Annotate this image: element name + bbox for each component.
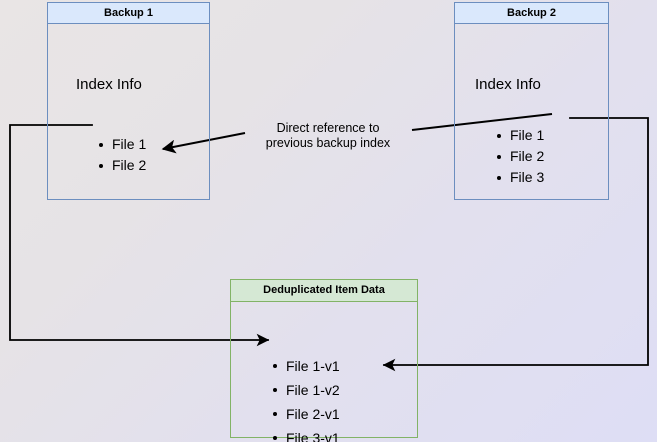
list-item: File 2-v1 bbox=[273, 402, 340, 426]
file-label: File 1 bbox=[510, 127, 545, 143]
file-label: File 1 bbox=[112, 136, 147, 152]
edge-label-line-1: Direct reference to bbox=[276, 121, 380, 135]
bullet-icon bbox=[497, 133, 501, 138]
bullet-icon bbox=[497, 154, 501, 159]
list-item: File 1 bbox=[99, 134, 146, 155]
list-item: File 2 bbox=[99, 155, 146, 176]
bullet-icon bbox=[99, 163, 103, 168]
edge-label-line-2: previous backup index bbox=[265, 135, 391, 150]
list-item: File 1-v2 bbox=[273, 378, 340, 402]
list-item: File 1 bbox=[497, 125, 544, 146]
backup-1-index-info-label: Index Info bbox=[76, 76, 142, 93]
node-dedup-header: Deduplicated Item Data bbox=[231, 280, 417, 302]
file-label: File 1-v2 bbox=[286, 382, 340, 398]
backup-2-file-list: File 1 File 2 File 3 bbox=[497, 125, 544, 188]
file-label: File 2-v1 bbox=[286, 406, 340, 422]
dedup-file-list: File 1-v1 File 1-v2 File 2-v1 File 3-v1 bbox=[273, 354, 340, 442]
node-deduplicated-item-data[interactable]: Deduplicated Item Data File 1-v1 File 1-… bbox=[230, 279, 418, 442]
edge-label-direct-reference: Direct reference to previous backup inde… bbox=[248, 121, 408, 151]
file-label: File 2 bbox=[112, 157, 147, 173]
node-backup-1[interactable]: Backup 1 Index Info File 1 File 2 bbox=[47, 2, 210, 200]
backup-2-index-info-label: Index Info bbox=[475, 76, 541, 93]
bullet-icon bbox=[99, 142, 103, 147]
list-item: File 3-v1 bbox=[273, 426, 340, 442]
list-item: File 3 bbox=[497, 167, 544, 188]
list-item: File 2 bbox=[497, 146, 544, 167]
node-backup-1-header: Backup 1 bbox=[48, 3, 209, 24]
backup-1-file-list: File 1 File 2 bbox=[99, 134, 146, 176]
list-item: File 1-v1 bbox=[273, 354, 340, 378]
file-label: File 2 bbox=[510, 148, 545, 164]
bullet-icon bbox=[273, 412, 277, 416]
file-label: File 3-v1 bbox=[286, 430, 340, 442]
bullet-icon bbox=[273, 388, 277, 392]
file-label: File 3 bbox=[510, 169, 545, 185]
bullet-icon bbox=[497, 175, 501, 180]
file-label: File 1-v1 bbox=[286, 358, 340, 374]
node-backup-2[interactable]: Backup 2 Index Info File 1 File 2 File 3 bbox=[454, 2, 609, 200]
bullet-icon bbox=[273, 436, 277, 440]
node-backup-2-header: Backup 2 bbox=[455, 3, 608, 24]
bullet-icon bbox=[273, 364, 277, 368]
